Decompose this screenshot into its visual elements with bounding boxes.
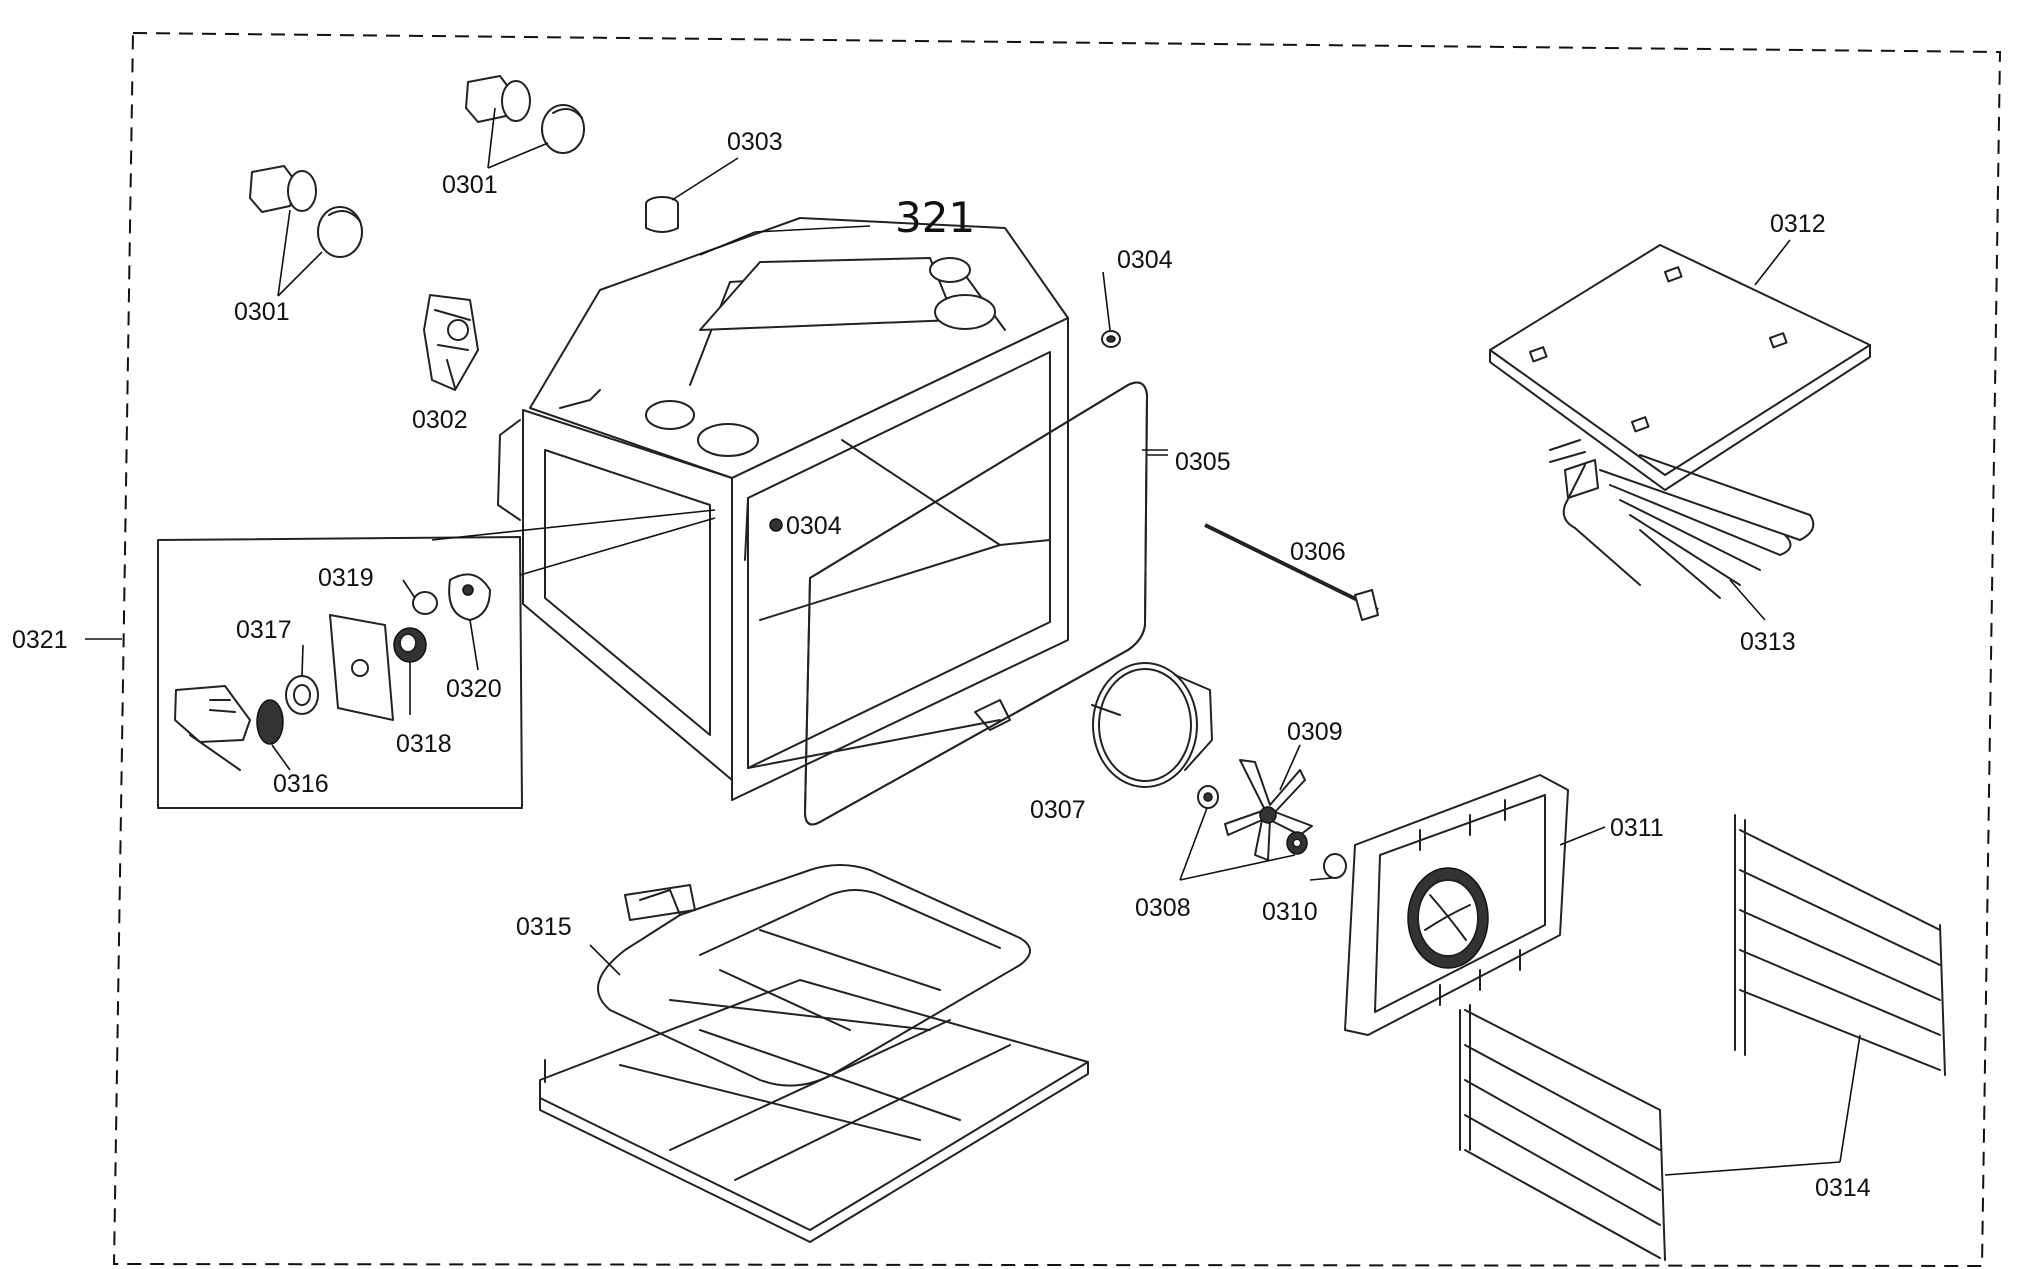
label-0305: 0305: [1175, 448, 1231, 476]
fan-cover-0311: [1344, 774, 1569, 1036]
label-0317: 0317: [236, 616, 292, 644]
thermostat-0316: [174, 685, 284, 771]
nut-0304-upper: [1101, 330, 1121, 348]
washer-0317: [285, 675, 319, 715]
label-0304-upper: 0304: [1117, 246, 1173, 274]
fan-blade-0309: [1224, 759, 1313, 861]
bottom-tray-0315: [539, 979, 1089, 1243]
label-0306: 0306: [1290, 538, 1346, 566]
rack-guide-right: [1734, 814, 1946, 1076]
label-0310: 0310: [1262, 898, 1318, 926]
fan-frame-0307: [1091, 662, 1213, 788]
label-0301-lower: 0301: [234, 298, 290, 326]
leader-lines: [271, 107, 1861, 1176]
label-0304-lower: 0304: [786, 512, 842, 540]
label-0302: 0302: [412, 406, 468, 434]
label-0307: 0307: [1030, 796, 1086, 824]
top-plate-0312: [1489, 244, 1871, 491]
label-0313: 0313: [1740, 628, 1796, 656]
lamp-holder-lower: [249, 165, 363, 258]
washer-0308-a: [1197, 785, 1219, 809]
bottom-element-0315: [597, 864, 1031, 1087]
label-0314: 0314: [1815, 1174, 1871, 1202]
label-0311: 0311: [1610, 814, 1664, 842]
probe-rod-0306: [1204, 523, 1379, 621]
label-0320: 0320: [446, 675, 502, 703]
lamp-holder-upper: [465, 75, 585, 154]
ring-0319: [412, 591, 438, 615]
grill-element-0313: [1549, 439, 1815, 599]
rack-guide-left: [1459, 1004, 1666, 1261]
handwritten-note-321: 321: [895, 193, 975, 242]
oven-cavity: [497, 217, 1069, 801]
plate-0316: [329, 614, 394, 721]
bushing-0318: [393, 627, 427, 663]
label-0315: 0315: [516, 913, 572, 941]
nut-0310: [1323, 853, 1347, 879]
label-0316: 0316: [273, 770, 329, 798]
label-0312: 0312: [1770, 210, 1826, 238]
label-0309: 0309: [1287, 718, 1343, 746]
label-0319: 0319: [318, 564, 374, 592]
assembly-boundary: [112, 31, 2002, 1268]
washer-0308-b: [1286, 831, 1308, 855]
label-0318: 0318: [396, 730, 452, 758]
label-0303: 0303: [727, 128, 783, 156]
label-0308: 0308: [1135, 894, 1191, 922]
switch-0302: [423, 294, 479, 391]
label-0321: 0321: [12, 626, 68, 654]
label-0301-upper: 0301: [442, 171, 498, 199]
cover-0320: [448, 573, 491, 621]
